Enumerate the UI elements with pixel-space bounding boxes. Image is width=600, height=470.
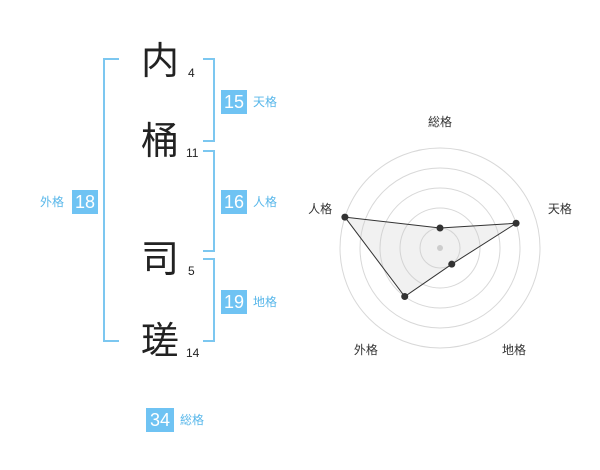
name-char-3: 司 xyxy=(141,237,180,281)
name-char-4: 瑳 xyxy=(141,319,180,363)
radar-axis-label-4: 外格 xyxy=(354,342,378,357)
radar-point-1 xyxy=(436,224,444,232)
radar-center xyxy=(437,245,443,251)
stroke-count-1: 4 xyxy=(188,66,195,80)
stroke-count-3: 5 xyxy=(188,264,195,278)
jinkaku-label: 人格 xyxy=(253,195,278,209)
radar-polygon xyxy=(343,216,517,298)
radar-ring xyxy=(339,147,541,349)
radar-ring xyxy=(379,187,501,309)
radar-point-5 xyxy=(341,213,349,221)
radar-point-3 xyxy=(448,260,456,268)
radar-point-2 xyxy=(512,219,520,227)
soukaku-label: 総格 xyxy=(180,413,205,427)
chikaku-label: 地格 xyxy=(253,295,278,309)
stroke-count-4: 14 xyxy=(186,346,200,360)
gaikaku-score: 18 xyxy=(72,190,98,214)
radar-axis-label-5: 人格 xyxy=(308,201,332,216)
radar-ring xyxy=(359,167,521,329)
radar-axis-label-1: 総格 xyxy=(428,114,452,129)
chikaku-bracket xyxy=(203,258,215,342)
soukaku-score: 34 xyxy=(146,408,174,432)
tenkaku-bracket xyxy=(203,58,215,142)
tenkaku-score: 15 xyxy=(221,90,247,114)
radar-axis-label-2: 天格 xyxy=(548,201,572,216)
gaikaku-label: 外格 xyxy=(40,195,65,209)
radar-point-4 xyxy=(401,293,409,301)
jinkaku-score: 16 xyxy=(221,190,247,214)
gaikaku-bracket xyxy=(103,58,119,342)
stroke-count-2: 11 xyxy=(186,146,199,160)
radar-ring xyxy=(399,207,481,289)
jinkaku-bracket xyxy=(203,150,215,252)
tenkaku-label: 天格 xyxy=(253,95,278,109)
name-char-2: 桶 xyxy=(141,119,180,163)
radar-axis-label-3: 地格 xyxy=(502,342,526,357)
name-char-1: 内 xyxy=(141,39,180,83)
chikaku-score: 19 xyxy=(221,290,247,314)
